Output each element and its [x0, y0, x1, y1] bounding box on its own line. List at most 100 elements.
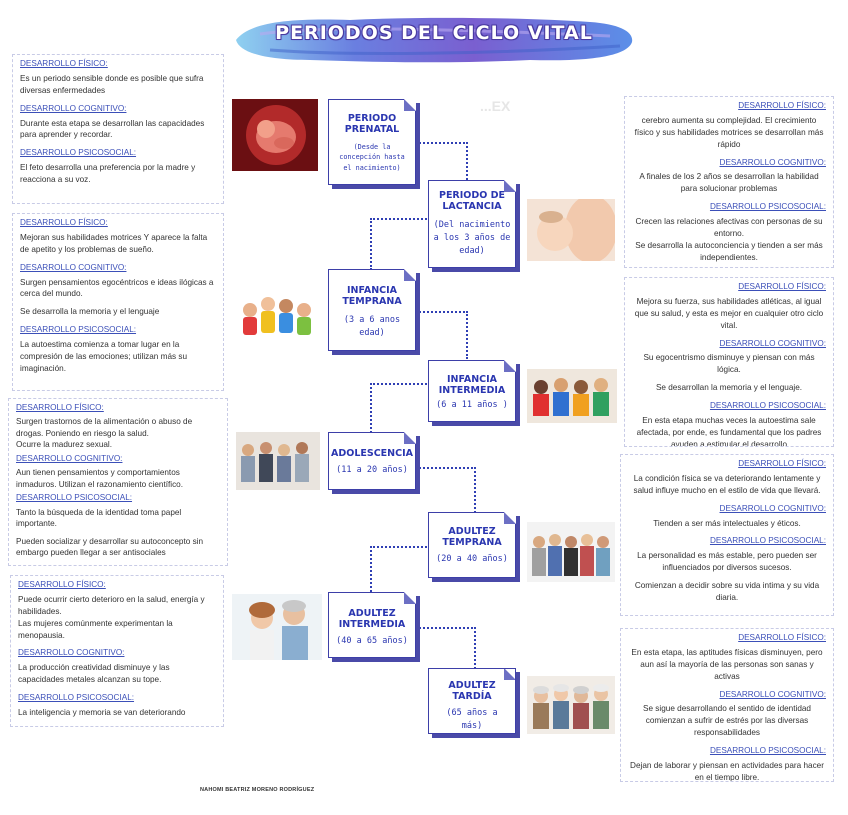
stage-adultez-intermedia: ADULTEZ INTERMEDIA (40 a 65 años) [328, 592, 416, 658]
physical-heading: DESARROLLO FÍSICO: [738, 633, 826, 642]
cognitive-text: Tienden a ser más intelectuales y éticos… [653, 518, 801, 528]
author-name: NAHOMI BEATRIZ MORENO RODRÍGUEZ [200, 787, 315, 793]
middle-adults-image [232, 594, 322, 660]
title-banner [236, 17, 633, 63]
physical-heading: DESARROLLO FÍSICO: [738, 459, 826, 468]
watermark-text: ...EX [480, 98, 511, 114]
psychosocial-text-2: Se desarrolla la autoconciencia y tiende… [635, 240, 823, 262]
panel-infancia-temprana: DESARROLLO FÍSICO: Mejoran sus habilidad… [12, 213, 224, 391]
psychosocial-text: En esta etapa muchas veces la autoestima… [636, 416, 822, 447]
physical-heading: DESARROLLO FÍSICO: [738, 101, 826, 110]
physical-text: Mejoran sus habilidades motrices Y apare… [20, 232, 208, 254]
cognitive-text: Se sigue desarrollando el sentido de ide… [643, 704, 811, 738]
psychosocial-text: Crecen las relaciones afectivas con pers… [635, 217, 823, 239]
physical-heading: DESARROLLO FÍSICO: [20, 59, 108, 68]
physical-text: Es un periodo sensible donde es posible … [20, 73, 204, 95]
cognitive-text: Surgen pensamientos egocéntricos e ideas… [20, 277, 214, 299]
breastfeeding-image [527, 199, 615, 261]
physical-text: cerebro aumenta su complejidad. El creci… [634, 115, 824, 149]
stage-title: ADOLESCENCIA [331, 448, 413, 459]
psychosocial-heading: DESARROLLO PSICOSOCIAL: [20, 325, 137, 335]
older-adults-image [527, 676, 615, 734]
panel-adultez-tardia: DESARROLLO FÍSICO: En esta etapa, las ap… [620, 628, 834, 782]
stage-prenatal: PERIODO PRENATAL (Desde la concepción ha… [328, 99, 416, 185]
stage-title: ADULTEZ TARDÍA [448, 680, 496, 702]
physical-heading: DESARROLLO FÍSICO: [738, 282, 826, 291]
stage-title: ADULTEZ TEMPRANA [442, 526, 502, 548]
cognitive-heading: DESARROLLO COGNITIVO: [20, 262, 127, 272]
stage-subtitle: (40 a 65 años) [336, 635, 408, 646]
children-image [236, 284, 320, 342]
stage-title: PERIODO PRENATAL [344, 113, 400, 135]
stage-adolescencia: ADOLESCENCIA (11 a 20 años) [328, 432, 416, 490]
physical-text: En esta etapa, las aptitudes físicas dis… [631, 647, 823, 681]
stage-infancia-intermedia: INFANCIA INTERMEDIA (6 a 11 años ) [428, 360, 516, 422]
cognitive-heading: DESARROLLO COGNITIVO: [719, 503, 826, 513]
cognitive-text-2: Se desarrollan la memoria y el lenguaje. [655, 383, 803, 393]
cognitive-heading: DESARROLLO COGNITIVO: [20, 103, 127, 113]
physical-text-2: Las mujeres comúnmente experimentan la m… [18, 618, 173, 640]
stage-subtitle: (Del nacimiento a los 3 años de edad) [433, 219, 511, 257]
physical-text-2: Ocurre la madurez sexual. [16, 440, 113, 450]
panel-adolescencia: DESARROLLO FÍSICO: Surgen trastornos de … [8, 398, 228, 566]
stage-subtitle: (6 a 11 años ) [436, 399, 508, 410]
stage-title: INFANCIA INTERMEDIA [438, 374, 506, 396]
cognitive-text: Aun tienen pensamientos y comportamiento… [16, 468, 184, 489]
psychosocial-text: La inteligencia y memoria se van deterio… [18, 708, 186, 718]
psychosocial-text: La personalidad es más estable, pero pue… [637, 551, 817, 573]
connector-3 [416, 311, 468, 359]
connector-1 [416, 142, 468, 180]
fetus-image [232, 99, 318, 171]
physical-text: Puede ocurrir cierto deterioro en la sal… [18, 594, 205, 616]
psychosocial-heading: DESARROLLO PSICOSOCIAL: [709, 746, 826, 756]
stage-lactancia: PERIODO DE LACTANCIA (Del nacimiento a l… [428, 180, 516, 268]
psychosocial-text: La autoestima comienza a tomar lugar en … [20, 340, 188, 373]
stage-title: PERIODO DE LACTANCIA [438, 190, 506, 212]
physical-heading: DESARROLLO FÍSICO: [20, 218, 108, 227]
connector-6 [370, 546, 430, 592]
physical-text: La condición física se va deteriorando l… [633, 473, 821, 495]
cognitive-text: Durante esta etapa se desarrollan las ca… [20, 118, 205, 140]
psychosocial-heading: DESARROLLO PSICOSOCIAL: [709, 202, 826, 212]
stage-subtitle: (65 años a más) [446, 707, 498, 732]
panel-prenatal: DESARROLLO FÍSICO: Es un periodo sensibl… [12, 54, 224, 204]
stage-title: ADULTEZ INTERMEDIA [338, 608, 406, 630]
physical-text: Surgen trastornos de la alimentación o a… [16, 417, 193, 438]
cognitive-text: Su egocentrismo disminuye y piensan con … [643, 353, 815, 375]
stage-infancia-temprana: INFANCIA TEMPRANA (3 a 6 anos edad) [328, 269, 416, 351]
stage-title: INFANCIA TEMPRANA [342, 285, 402, 307]
psychosocial-text-2: Comienzan a decidir sobre su vida intima… [634, 581, 820, 603]
psychosocial-text: Tanto la búsqueda de la identidad toma p… [16, 507, 182, 529]
cognitive-heading: DESARROLLO COGNITIVO: [719, 689, 826, 699]
physical-text: Mejora su fuerza, sus habilidades atléti… [634, 296, 824, 330]
psychosocial-heading: DESARROLLO PSICOSOCIAL: [16, 493, 133, 503]
students-image [527, 369, 617, 423]
connector-7 [416, 627, 476, 669]
cognitive-heading: DESARROLLO COGNITIVO: [18, 648, 125, 658]
connector-2 [370, 218, 430, 270]
connector-5 [416, 467, 476, 513]
psychosocial-heading: DESARROLLO PSICOSOCIAL: [709, 536, 826, 546]
connector-4 [370, 383, 430, 433]
psychosocial-heading: DESARROLLO PSICOSOCIAL: [709, 401, 826, 411]
stage-adultez-temprana: ADULTEZ TEMPRANA (20 a 40 años) [428, 512, 516, 578]
psychosocial-text: El feto desarrolla una preferencia por l… [20, 163, 196, 185]
cognitive-text-2: Se desarrolla la memoria y el lenguaje [20, 307, 160, 317]
cognitive-heading: DESARROLLO COGNITIVO: [16, 453, 123, 463]
stage-subtitle: (11 a 20 años) [336, 464, 408, 475]
physical-heading: DESARROLLO FÍSICO: [16, 403, 104, 412]
psychosocial-heading: DESARROLLO PSICOSOCIAL: [20, 148, 137, 158]
teenagers-image [236, 432, 320, 490]
psychosocial-text: Dejan de laborar y piensan en actividade… [630, 761, 824, 782]
cognitive-text: A finales de los 2 años se desarrollan l… [639, 172, 819, 194]
young-adults-image [527, 522, 615, 582]
psychosocial-text-2: Pueden socializar y desarrollar su autoc… [16, 536, 204, 558]
page-title: PERIODOS DEL CICLO VITAL [275, 22, 593, 44]
panel-lactancia: DESARROLLO FÍSICO: cerebro aumenta su co… [624, 96, 834, 268]
stage-adultez-tardia: ADULTEZ TARDÍA (65 años a más) [428, 668, 516, 734]
psychosocial-heading: DESARROLLO PSICOSOCIAL: [18, 693, 135, 703]
panel-infancia-intermedia: DESARROLLO FÍSICO: Mejora su fuerza, sus… [624, 277, 834, 447]
physical-heading: DESARROLLO FÍSICO: [18, 580, 106, 589]
cognitive-heading: DESARROLLO COGNITIVO: [719, 338, 826, 348]
panel-adultez-temprana: DESARROLLO FÍSICO: La condición física s… [620, 454, 834, 616]
